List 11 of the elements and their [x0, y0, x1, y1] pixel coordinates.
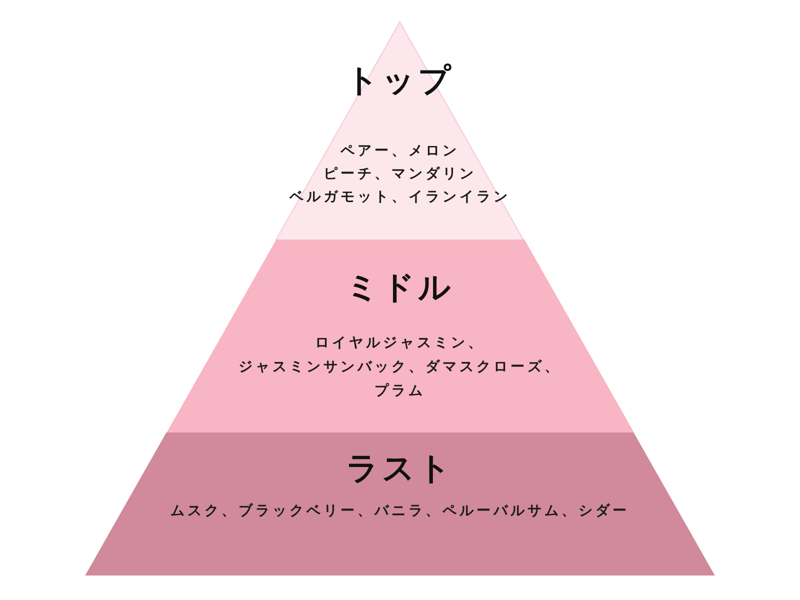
pyramid-tier — [86, 433, 714, 575]
tier-heading: ラスト — [346, 450, 454, 486]
pyramid-tier — [276, 22, 524, 240]
tier-notes: ロイヤルジャスミン、ジャスミンサンバック、ダマスクローズ、プラム — [237, 334, 562, 401]
tier-heading: ミドル — [346, 269, 454, 305]
tier-notes: ムスク、ブラックベリー、バニラ、ペルーバルサム、シダー — [170, 502, 630, 521]
tier-notes: ベルガモット、イランイラン — [289, 188, 510, 207]
tier-heading: トップ — [346, 62, 454, 98]
tier-notes: ピーチ、マンダリン — [323, 165, 476, 184]
tier-notes: ペアー、メロン — [340, 142, 460, 161]
pyramid-tier — [166, 240, 634, 433]
